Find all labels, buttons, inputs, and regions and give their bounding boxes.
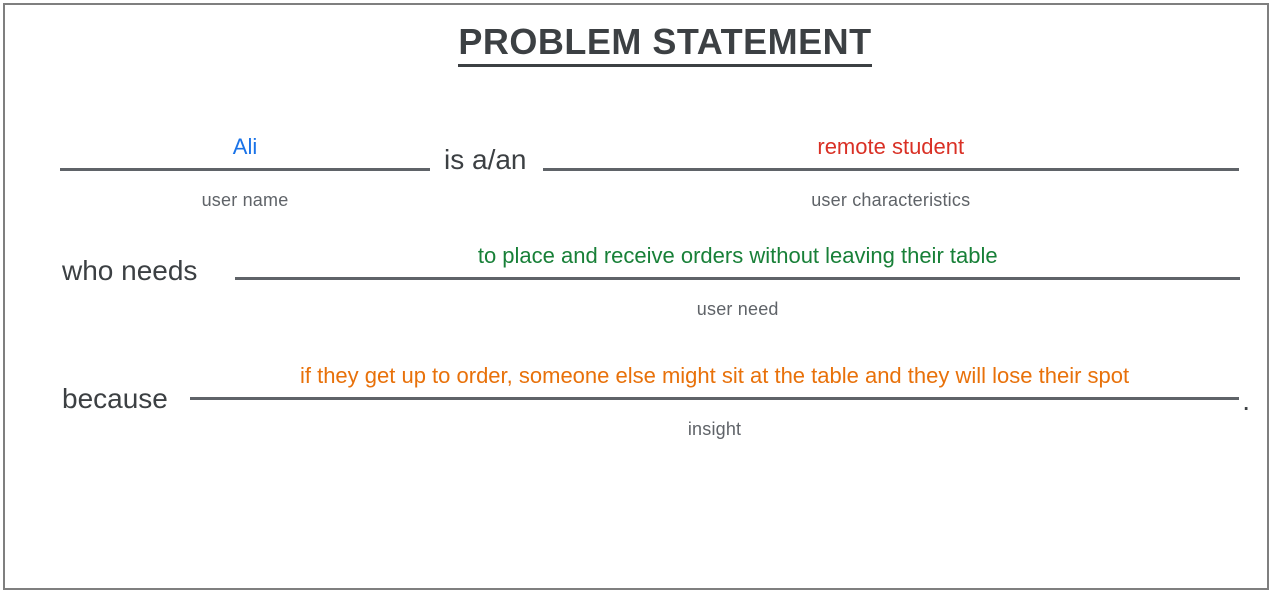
user-need-label: user need — [696, 299, 779, 319]
user-need-value: to place and receive orders without leav… — [235, 243, 1240, 280]
user-name-value: Ali — [60, 134, 430, 171]
statement-row-2: who needs to place and receive orders wi… — [62, 243, 1240, 320]
page-title: PROBLEM STATEMENT — [0, 21, 1272, 67]
user-characteristics-value: remote student — [542, 134, 1239, 171]
insight-value: if they get up to order, someone else mi… — [189, 363, 1240, 400]
statement-row-1: Ali user name is a/an remote student use… — [60, 134, 1239, 211]
blank-user-characteristics: remote student user characteristics — [542, 134, 1239, 211]
statement-row-3: because if they get up to order, someone… — [62, 363, 1250, 440]
page-title-text: PROBLEM STATEMENT — [458, 21, 872, 67]
insight-label: insight — [687, 419, 742, 439]
connector-who-needs: who needs — [62, 255, 198, 286]
blank-user-name: Ali user name — [60, 134, 430, 211]
blank-insight: if they get up to order, someone else mi… — [189, 363, 1240, 440]
user-characteristics-label: user characteristics — [811, 190, 971, 210]
connector-is-a-an: is a/an — [444, 144, 527, 175]
connector-because: because — [62, 383, 168, 414]
blank-user-need: to place and receive orders without leav… — [235, 243, 1240, 320]
worksheet-border — [3, 3, 1269, 590]
user-name-label: user name — [201, 190, 289, 210]
sentence-period: . — [1242, 385, 1250, 416]
